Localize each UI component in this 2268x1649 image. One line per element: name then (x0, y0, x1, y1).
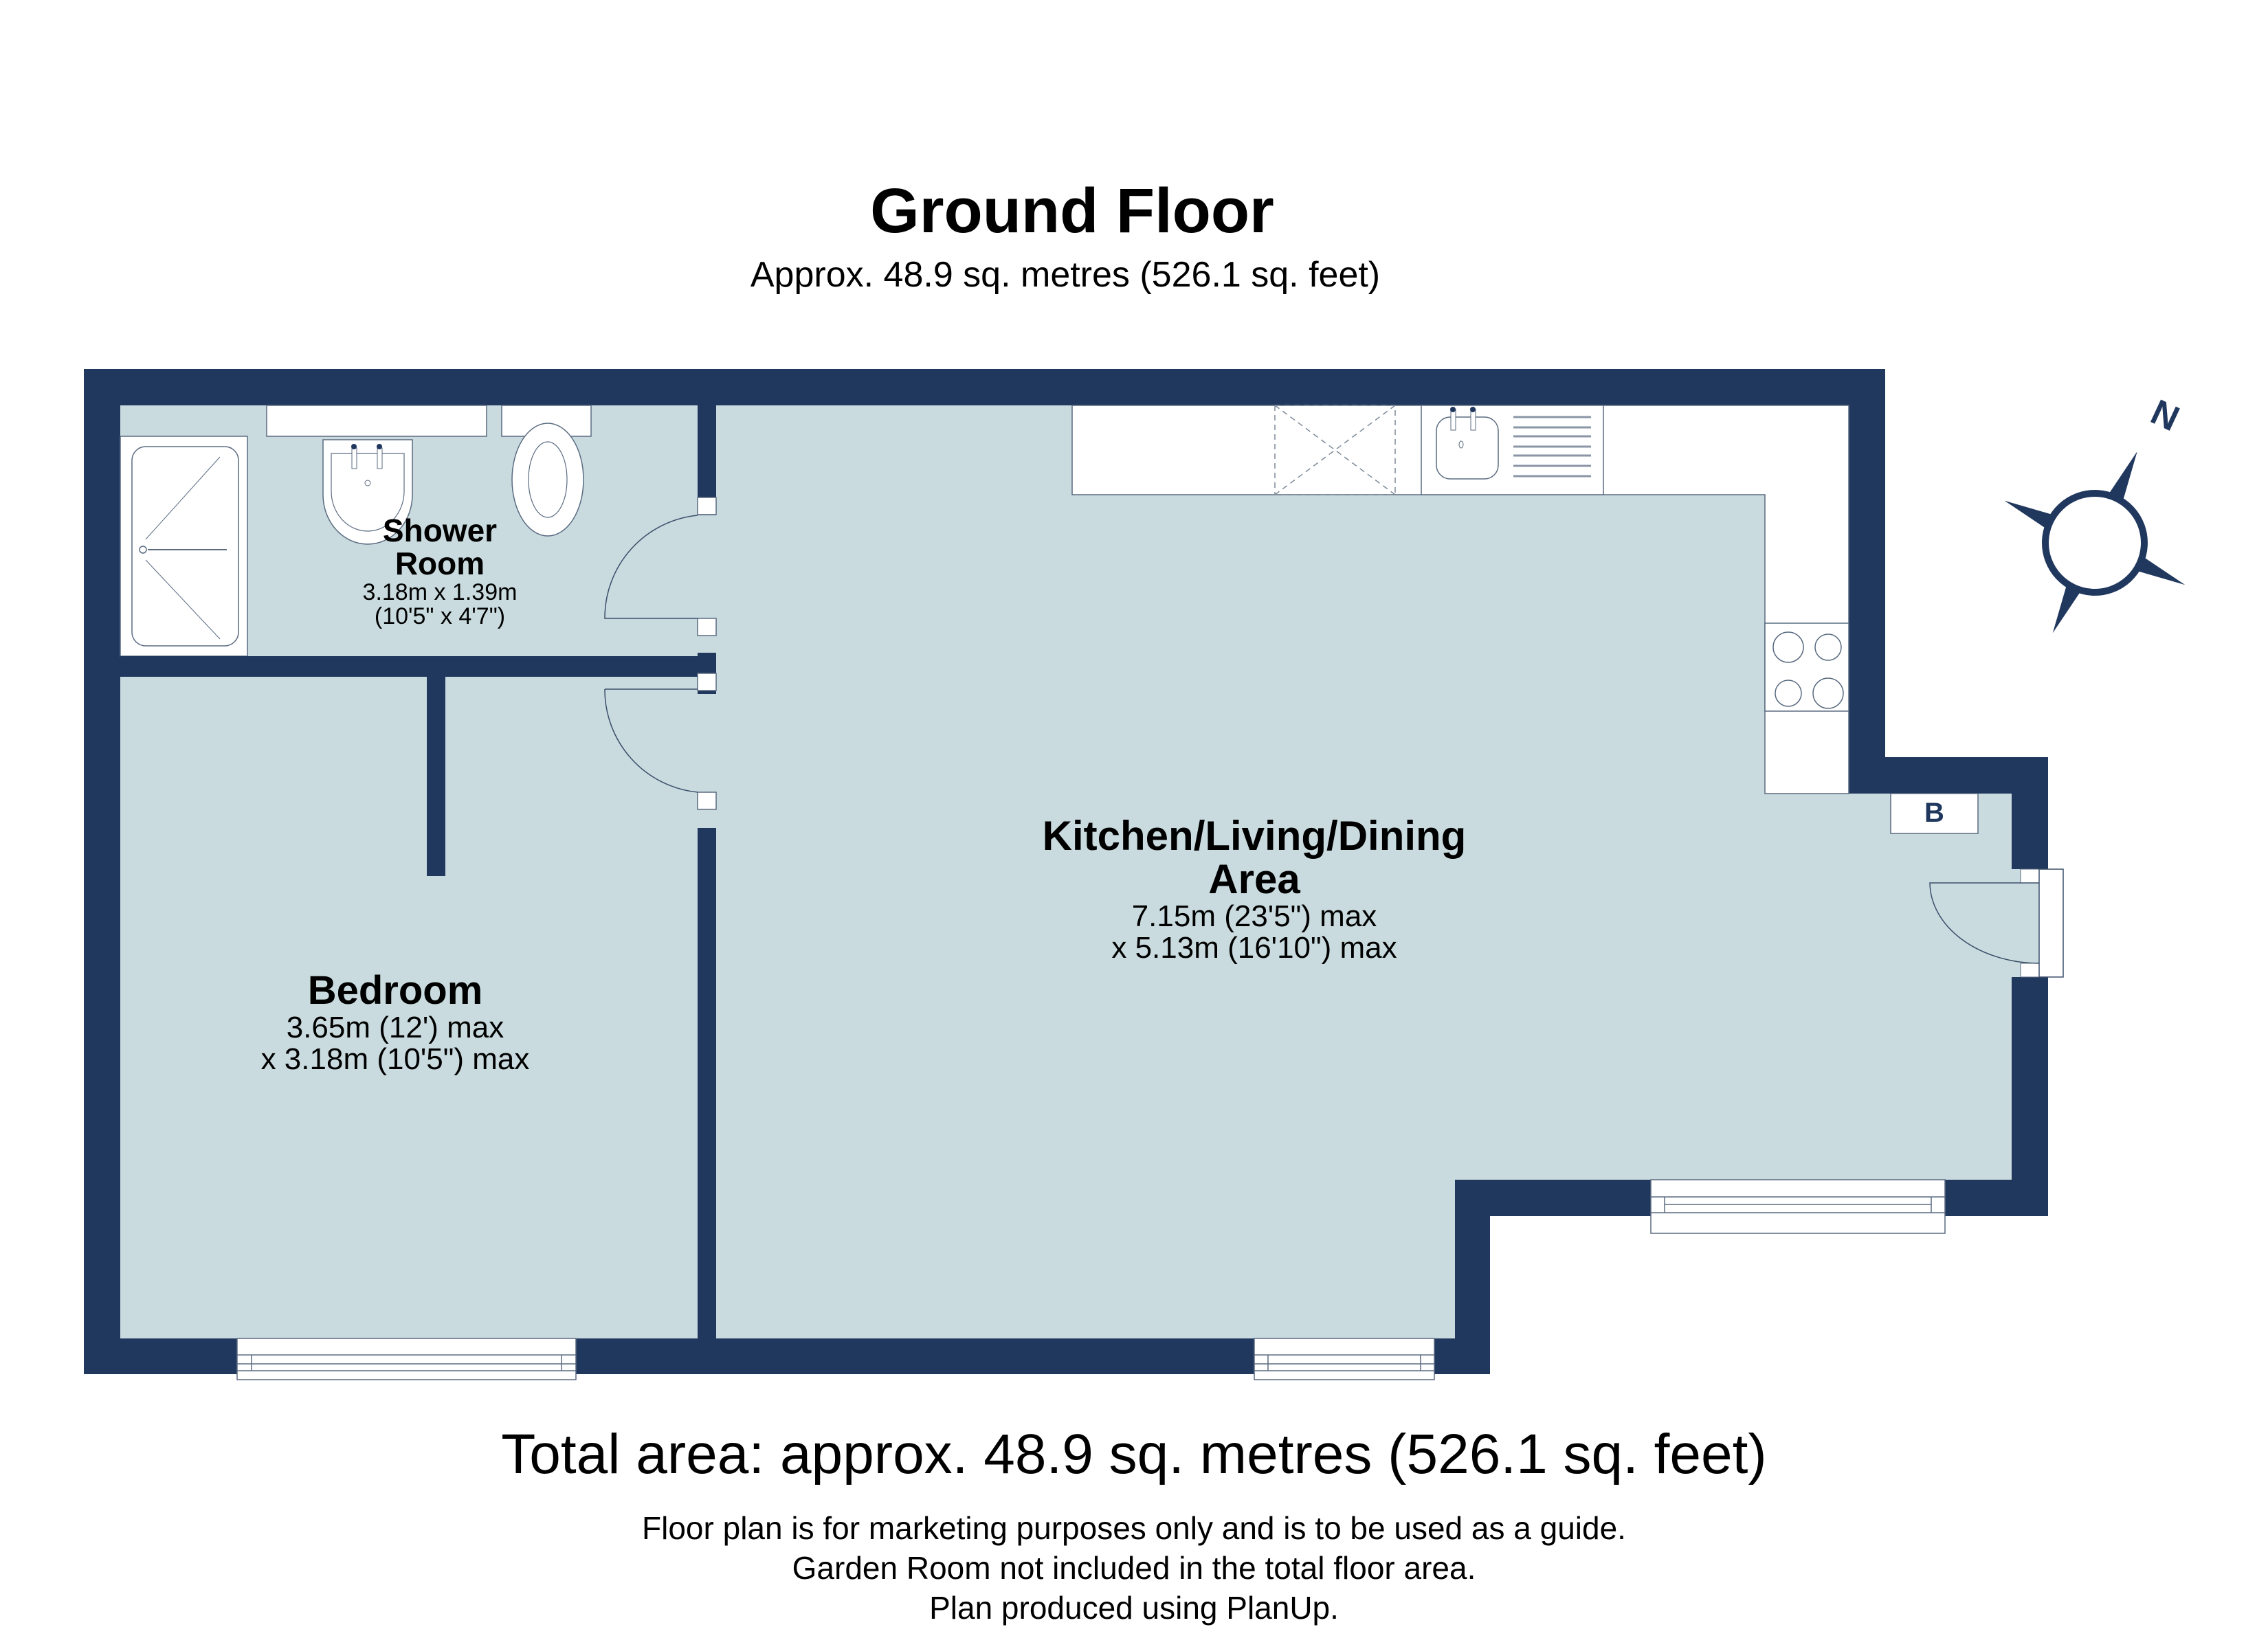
appliance-space (1274, 405, 1396, 495)
total-area: Total area: approx. 48.9 sq. metres (526… (501, 1423, 1767, 1485)
disclaimer-line-2: Garden Room not included in the total fl… (792, 1550, 1476, 1586)
compass-rose-icon (2004, 452, 2186, 633)
disclaimer-notes: Floor plan is for marketing purposes onl… (0, 1508, 2268, 1628)
shower-cabinet (266, 405, 487, 437)
kitchen-sink-icon (1421, 405, 1604, 495)
shower-room-dims-2: (10'5" x 4'7") (374, 603, 506, 630)
kitchen-label: Kitchen/Living/Dining Area 7.15m (23'5")… (976, 814, 1533, 964)
shower-room-label: Shower Room 3.18m x 1.39m (10'5" x 4'7") (323, 514, 557, 629)
kitchen-dims-2: x 5.13m (16'10") max (1111, 931, 1397, 965)
bedroom-dims-2: x 3.18m (10'5") max (260, 1042, 530, 1077)
external-door-frame (2038, 868, 2064, 978)
window-bedroom (236, 1338, 577, 1380)
bedroom-wall-stub (427, 677, 445, 876)
kitchen-living-floor (716, 405, 2012, 1338)
toilet-icon (511, 423, 584, 537)
bedroom-door-swing (604, 688, 698, 793)
kitchen-name-2: Area (1208, 856, 1300, 902)
shower-room-dims-1: 3.18m x 1.39m (362, 579, 518, 605)
shower-door-swing (604, 515, 698, 619)
shower-bedroom-wall (120, 656, 716, 677)
bedroom-label: Bedroom 3.65m (12') max x 3.18m (10'5") … (192, 968, 598, 1077)
bedroom-name: Bedroom (307, 968, 483, 1013)
window-living-right (1650, 1179, 1946, 1234)
floor-title: Ground Floor (870, 176, 1274, 246)
window-living-bottom (1254, 1338, 1435, 1380)
external-door-swing (1929, 882, 2040, 964)
shower-room-name-2: Room (394, 546, 485, 582)
boiler-label: B (1924, 798, 1944, 828)
disclaimer-line-1: Floor plan is for marketing purposes onl… (642, 1510, 1626, 1546)
bedroom-floor (120, 677, 698, 1338)
boiler-cupboard (1890, 793, 1979, 834)
kitchen-dims-1: 7.15m (23'5") max (1131, 899, 1377, 933)
hob-icon (1764, 622, 1849, 712)
kitchen-name-1: Kitchen/Living/Dining (1042, 813, 1467, 859)
wash-basin-icon (322, 439, 413, 545)
floor-area-subtitle: Approx. 48.9 sq. metres (526.1 sq. feet) (750, 255, 1381, 295)
shower-tray (131, 446, 239, 647)
bedroom-dims-1: 3.65m (12') max (286, 1010, 504, 1044)
shower-room-name-1: Shower (382, 513, 498, 548)
disclaimer-line-3: Plan produced using PlanUp. (929, 1590, 1339, 1626)
